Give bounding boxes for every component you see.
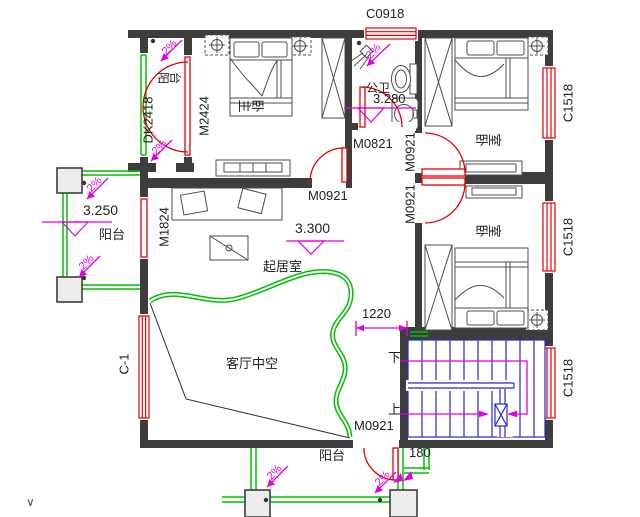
master-wardrobe [321, 37, 346, 119]
label-balcony-bottom: 阳台 [319, 448, 346, 463]
void-railing [148, 269, 428, 438]
bedroom2-dresser [465, 185, 523, 199]
slope-arrows [78, 39, 397, 494]
door-m0821 [358, 86, 416, 131]
door-m2424 [142, 55, 194, 157]
bedroom2-bed [454, 247, 529, 329]
label-room-void: 客厅中空 [226, 356, 279, 371]
label-door-m0921-v1: M0921 [402, 132, 418, 172]
label-door-m0821: M0821 [353, 136, 393, 151]
coffee-table [209, 235, 249, 261]
window-dk2418 [138, 53, 150, 157]
label-dimension-180: 180 [409, 445, 431, 460]
label-stair-down: 下 [388, 350, 402, 365]
bedroom1-dresser [459, 160, 523, 176]
door-m1824 [138, 197, 150, 259]
label-balcony-left: 阳台 [99, 227, 126, 242]
door-m0921-hall [309, 147, 348, 189]
label-stair-up: 上 [388, 402, 402, 417]
label-window-c1518-top: C1518 [560, 83, 576, 123]
label-window-c0918: C0918 [366, 6, 405, 21]
door-m0921-bedroom1 [414, 132, 466, 177]
sofa [171, 187, 283, 221]
columns [56, 167, 418, 517]
label-balcony-topleft: 阳台 [155, 71, 183, 85]
bedroom1-bed [454, 37, 529, 111]
stair-up-path [400, 410, 489, 418]
label-room-master: 主卧 [236, 99, 266, 113]
door-m0921-balcony [353, 440, 399, 481]
label-dimension-1220: 1220 [362, 306, 391, 321]
left-balcony-railing [62, 170, 140, 290]
toilet [391, 63, 418, 95]
label-room-living: 起居室 [263, 259, 303, 274]
stair-down-path [400, 360, 528, 418]
stair-newel [494, 403, 508, 427]
level-marker-bath [344, 107, 416, 123]
label-door-m1824: M1824 [156, 207, 172, 247]
label-room-bath: 公卫 [366, 81, 391, 95]
level-marker-balcony [42, 221, 112, 237]
drain-dots [81, 38, 383, 503]
label-level-living: 3.300 [295, 220, 331, 236]
staircase [406, 339, 546, 438]
label-room-bedroom2: 卧室 [473, 224, 503, 238]
label-door-m0921-balcony: M0921 [354, 418, 394, 433]
label-window-c1518-middle: C1518 [560, 217, 576, 257]
label-window-c1: C-1 [116, 353, 132, 375]
door-m0921-bedroom2 [414, 177, 466, 224]
master-tv-cabinet [215, 159, 291, 177]
window-c1518-middle [541, 201, 557, 273]
ceiling-lamp-icon [204, 34, 549, 331]
shower-icon [350, 44, 374, 70]
window-c1 [137, 314, 151, 420]
label-window-dk2418: DK2418 [140, 96, 156, 144]
bedroom2-closet [424, 244, 453, 331]
label-door-m0921-v2: M0921 [402, 184, 418, 224]
bedroom1-closet [424, 37, 453, 127]
label-window-c1518-bottom: C1518 [560, 358, 576, 398]
void-break-line [149, 302, 351, 439]
label-door-m2424: M2424 [196, 96, 212, 136]
window-c1518-top [541, 66, 557, 140]
label-level-bath: 3.280 [373, 91, 406, 106]
dimension-180-arrows [393, 471, 413, 483]
window-c0918 [364, 27, 418, 41]
dimension-1220 [355, 321, 408, 336]
label-room-bedroom1: 卧室 [473, 133, 503, 147]
label-level-left-balcony: 3.250 [83, 202, 119, 218]
master-bed [229, 37, 293, 117]
level-marker-living [286, 240, 344, 255]
corner-mark: ∨ [26, 495, 35, 509]
label-door-m0921-hall: M0921 [308, 188, 348, 203]
